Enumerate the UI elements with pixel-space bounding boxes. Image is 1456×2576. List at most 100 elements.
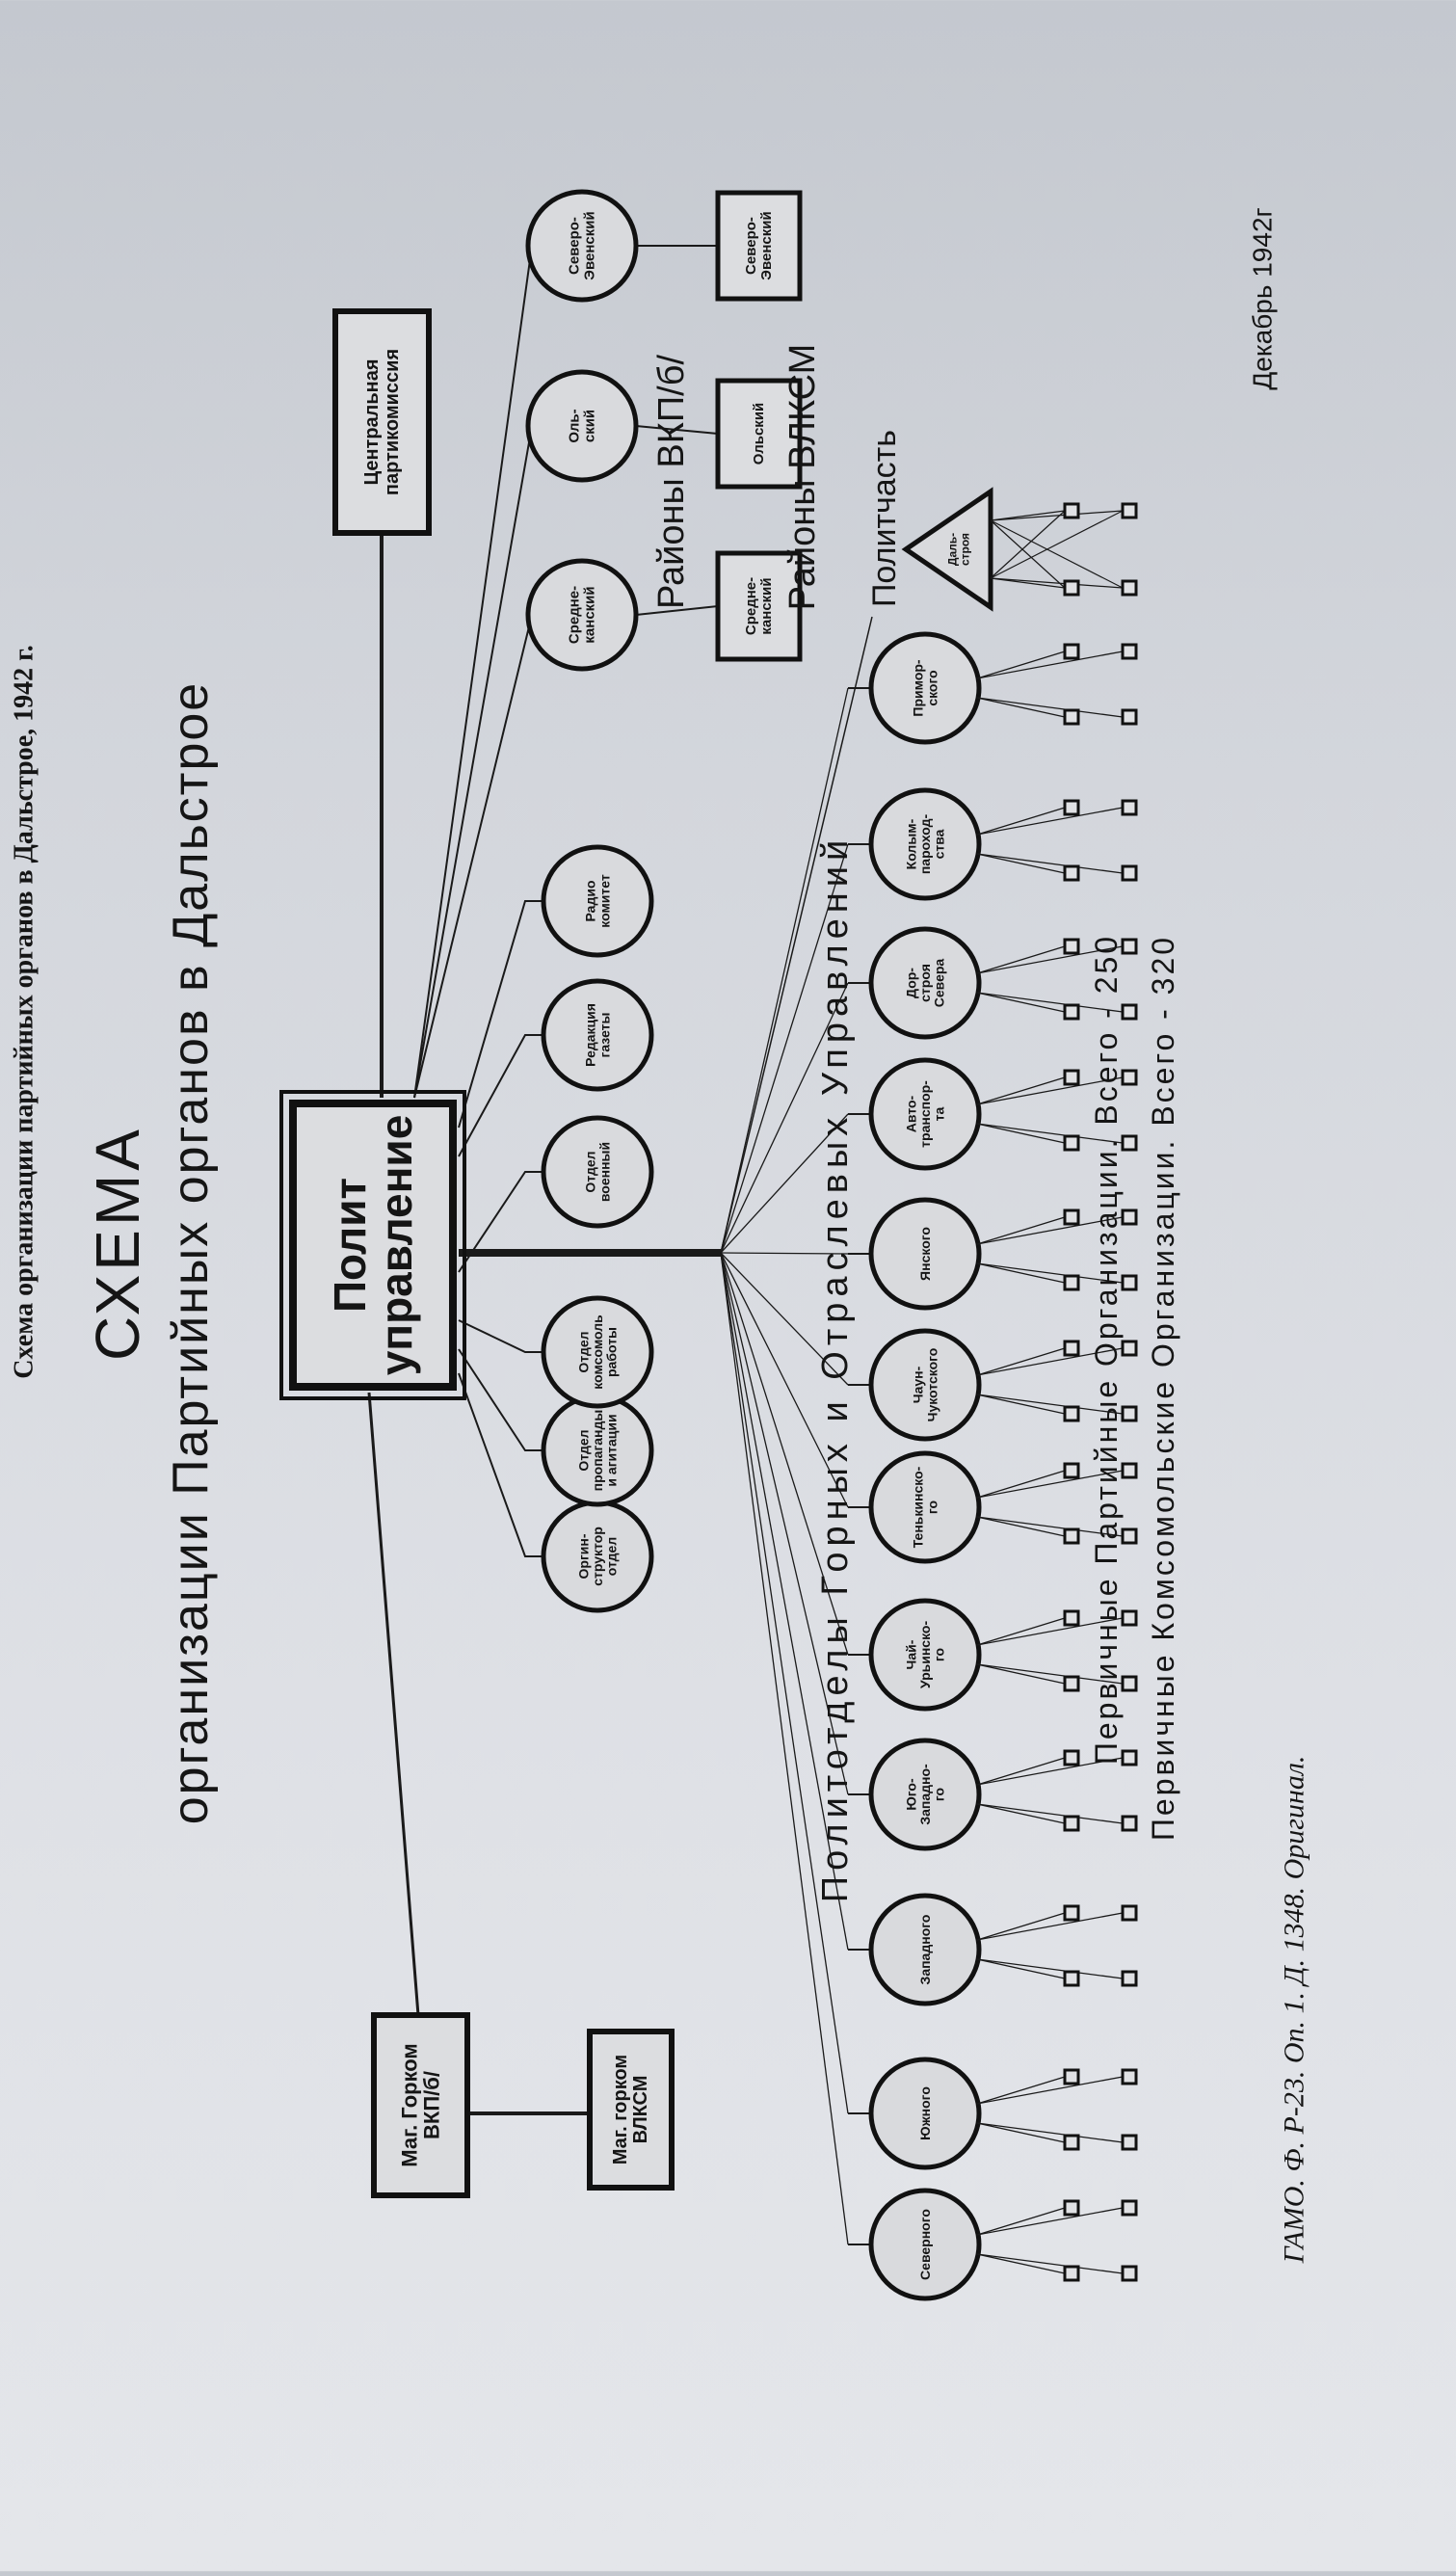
primary-org-square (1063, 1003, 1080, 1021)
primary-org-square (1121, 799, 1138, 816)
primary-org-connector (976, 1262, 1066, 1284)
primary-org-connector (976, 1663, 1124, 1685)
politotdel-circle-label: ства (932, 829, 947, 859)
department-connector (458, 1319, 544, 1353)
primary-org-connector (976, 1347, 1066, 1376)
primary-org-square (1121, 1904, 1138, 1922)
primary-org-connector (976, 1347, 1124, 1376)
raikom-vlksm-box (715, 550, 803, 662)
primary-org-square (1121, 1274, 1138, 1291)
department-circle-label: военный (596, 1142, 612, 1202)
politchast-triangle-label: строя (958, 533, 971, 566)
primary-org-connector (990, 510, 1066, 579)
raikom-vkpb-circle-label: Эвенский (581, 211, 597, 279)
politotdel-circle-label: го (924, 1500, 940, 1514)
primary-party-orgs-label: Первичные Партийные Организации. Всего -… (1089, 934, 1124, 1765)
politotdel-fan-line (720, 1252, 849, 1508)
politotdel-circle-label: пароход- (917, 813, 933, 874)
department-connector (458, 1171, 544, 1273)
primary-org-square (1063, 1970, 1080, 1987)
politchast-triangle-label: Даль- (946, 533, 960, 566)
primary-org-square (1121, 1003, 1138, 1021)
department-circle-label: Отдел (575, 1429, 591, 1471)
department-circle (541, 1295, 654, 1409)
politotdel-fan-line (720, 1252, 849, 1656)
primary-org-connector (976, 2122, 1066, 2143)
raikoms-vlksm-label: Районы ВЛКСМ (782, 344, 823, 611)
primary-org-square (1121, 2265, 1138, 2282)
primary-org-connector (976, 1803, 1124, 1824)
primary-org-connector (976, 1262, 1124, 1284)
department-circle-label: структор (590, 1527, 605, 1586)
primary-org-square (1121, 1675, 1138, 1692)
primary-org-square (1063, 1462, 1080, 1479)
primary-org-square (1121, 2134, 1138, 2151)
primary-org-square (1063, 502, 1080, 519)
primary-org-connector (976, 651, 1124, 679)
primary-org-connector (976, 992, 1124, 1013)
primary-org-connector (976, 807, 1124, 836)
politotdel-circle-label: го (932, 1648, 947, 1661)
primary-org-connector (976, 1516, 1066, 1537)
polit-upravlenie-box-label: управление (371, 1115, 421, 1376)
primary-org-connector (990, 510, 1124, 579)
primary-org-square (1121, 1405, 1138, 1422)
raikom-connector (413, 245, 551, 1099)
raikom-vkpb-circle-label: Оль- (567, 409, 583, 442)
politotdel-circle (868, 2057, 982, 2170)
polit-upravlenie-box (289, 1100, 457, 1391)
politotdel-fan-line (720, 1252, 849, 1255)
primary-org-connector (976, 1123, 1124, 1144)
primary-org-square (1063, 1069, 1080, 1086)
primary-org-square (1063, 1749, 1080, 1766)
primary-org-connector (976, 2253, 1124, 2274)
primary-org-square (1063, 1815, 1080, 1832)
politchast-label: Политчасть (866, 430, 903, 607)
primary-org-connector (976, 1394, 1124, 1415)
politotdel-circle-label: Примор- (911, 659, 926, 716)
department-circle-label: работы (604, 1327, 620, 1377)
primary-org-connector (976, 992, 1066, 1013)
primary-org-square (1121, 579, 1138, 597)
department-circle-label: газеты (596, 1013, 612, 1058)
primary-org-connector (990, 577, 1124, 589)
department-circle-label: Радио (583, 881, 598, 922)
department-connector (458, 1372, 544, 1557)
primary-org-square (1121, 1134, 1138, 1152)
central-commission-box-label: партикомиссия (382, 349, 403, 495)
primary-org-connector (976, 651, 1066, 679)
primary-org-connector (976, 1757, 1124, 1786)
politotdel-circle (868, 1893, 982, 2006)
department-circle-label: отдел (604, 1537, 620, 1576)
raikom-vlksm-connector (635, 425, 719, 435)
primary-org-connector (976, 853, 1124, 874)
primary-org-connector (976, 2207, 1124, 2236)
primary-org-connector (976, 1912, 1066, 1941)
politotdel-circle-label: Дор- (903, 968, 918, 998)
primary-org-connector (976, 2122, 1124, 2143)
primary-org-square (1121, 1527, 1138, 1545)
primary-org-connector (976, 945, 1066, 974)
primary-org-connector (990, 510, 1066, 521)
central-commission-box-label: Центральная (361, 359, 383, 485)
politotdel-circle-label: Колым- (903, 818, 918, 869)
raikom-vkpb-circle (525, 558, 639, 672)
politotdel-circle-label: го (932, 1788, 947, 1801)
primary-org-square (1121, 1815, 1138, 1832)
politotdel-circle (868, 1328, 982, 1442)
primary-org-connector (976, 2253, 1066, 2274)
primary-org-connector (976, 697, 1066, 718)
primary-org-square (1063, 708, 1080, 726)
raikom-vlksm-box-label: Эвенский (758, 211, 775, 279)
primary-org-connector (976, 1803, 1066, 1824)
primary-org-square (1063, 579, 1080, 597)
primary-org-square (1063, 1527, 1080, 1545)
raikoms-vkpb-label: Районы ВКП/б/ (651, 355, 692, 610)
raikom-connector (413, 614, 551, 1099)
politotdel-circle (868, 2188, 982, 2301)
mag-gorkom-vlksm-box (587, 2029, 675, 2191)
primary-org-square (1063, 1405, 1080, 1422)
primary-org-connector (976, 697, 1124, 718)
